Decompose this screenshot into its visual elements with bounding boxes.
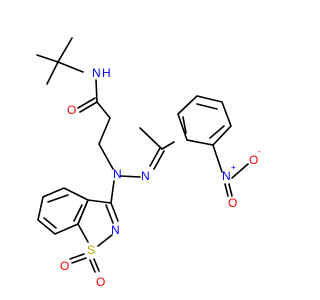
benzisothiazole-ring: [37, 180, 119, 273]
fused-benzene-double-1: [47, 194, 69, 203]
bond-carbonyl-o-1: [79, 101, 98, 113]
nitrobenzene-ring: [177, 95, 249, 197]
bond-c3-to-c3a: [87, 199, 112, 204]
bond-c3-n-1: [110, 202, 119, 222]
sulfonyl-oxygen-right-label: O: [96, 275, 105, 289]
benzene-ring-outline: [177, 95, 232, 146]
bond-s-o-left-2: [71, 257, 87, 264]
atom-labels: N H O N N N + O - O N S O O: [60, 66, 261, 289]
bond-imine-2: [149, 147, 161, 167]
bond-nitro-o-bottom-2: [224, 183, 229, 197]
bond-tbutyl-methyl-left: [36, 54, 59, 63]
bond-s-o-right-2: [89, 259, 96, 273]
nitro-oxygen-top-charge: -: [258, 147, 261, 156]
bond-n-s: [97, 234, 113, 247]
bond-s-o-right-1: [93, 258, 100, 272]
bond-ch2-to-hydrazine-n: [98, 143, 114, 170]
bond-hydrazine-n-to-c3: [110, 180, 115, 204]
sulfur-label: S: [87, 243, 95, 257]
benzene-double-3: [182, 116, 187, 134]
bond-nitro-o-bottom-1: [228, 183, 233, 197]
bond-carbonyl-o-2: [77, 97, 96, 109]
nitro-oxygen-bottom-label: O: [228, 196, 237, 210]
bond-tbutyl-methyl-top: [57, 37, 73, 63]
bond-c3-n-2: [105, 204, 114, 224]
fused-benzene-double-2: [43, 217, 57, 229]
nitro-nitrogen-label: N: [222, 169, 231, 183]
ring-nitrogen-label: N: [111, 223, 120, 237]
amide-nitrogen-label: N: [92, 66, 101, 80]
fused-benzene-double-3: [73, 204, 83, 222]
hydrazine-nitrogen-label: N: [113, 167, 122, 181]
bond-tbutyl-to-amide-n: [57, 61, 84, 73]
sulfonyl-oxygen-left-label: O: [60, 259, 69, 273]
nitro-oxygen-top-label: O: [249, 153, 258, 167]
hydrazone-linkage: [120, 127, 175, 178]
bond-imine-c-to-ring: [161, 141, 175, 150]
bond-amide-n-to-carbonyl: [95, 79, 98, 103]
molecule-structure-diagram: N H O N N N + O - O N S O O: [36, 37, 261, 289]
amide-hydrogen-label: H: [102, 66, 111, 80]
imine-nitrogen-label: N: [141, 169, 150, 183]
bond-s-o-left-1: [69, 253, 85, 260]
bond-ch-stub: [139, 127, 163, 150]
bond-c7a-s: [77, 223, 89, 243]
tert-butyl-group: [36, 37, 84, 85]
fused-benzene-outline: [37, 187, 90, 235]
benzene-double-1: [196, 103, 218, 110]
bond-imine-1: [153, 150, 165, 170]
bond-ch2-ch2: [98, 117, 111, 145]
bond-ring-to-nitro: [212, 144, 223, 173]
amide-chain: [77, 79, 114, 170]
bond-carbonyl-to-ch2: [96, 101, 111, 119]
bond-tbutyl-methyl-bottom: [46, 61, 59, 85]
bond-nitro-o-top: [231, 163, 249, 179]
nitro-nitrogen-charge: +: [231, 163, 236, 172]
bond-n-n: [120, 175, 141, 178]
carbonyl-oxygen-label: O: [67, 103, 76, 117]
benzene-double-2: [209, 125, 225, 139]
